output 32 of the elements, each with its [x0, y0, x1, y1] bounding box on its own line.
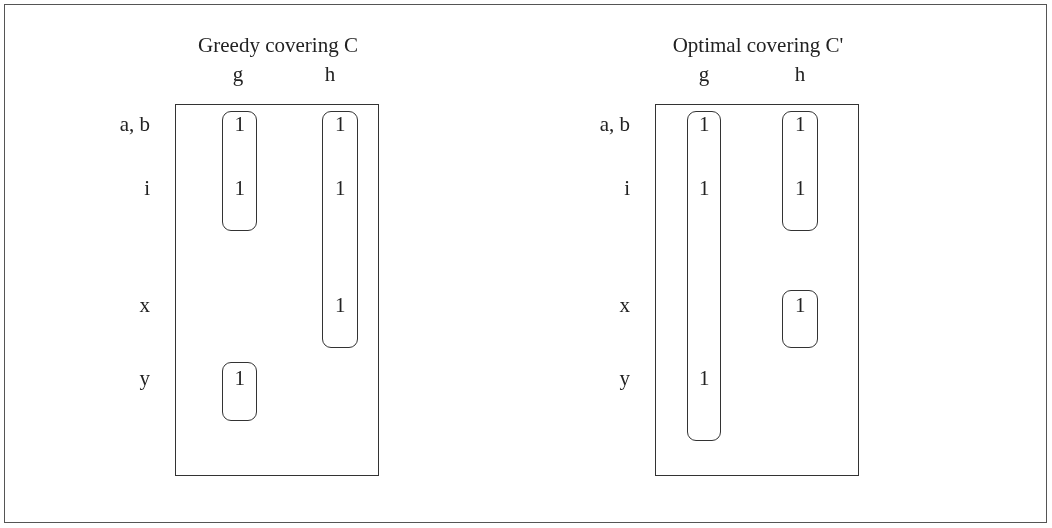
covering-loop: [222, 362, 257, 421]
cell-value: 1: [234, 366, 245, 390]
cell-value: 1: [335, 293, 346, 317]
cell-value: 1: [234, 176, 245, 200]
row-label: a, b: [598, 112, 630, 136]
cell-value: 1: [335, 176, 346, 200]
panel-title: Optimal covering C': [671, 33, 845, 57]
cell-value: 1: [795, 293, 806, 317]
row-label: i: [623, 176, 630, 200]
row-label: x: [618, 293, 630, 317]
row-label: i: [143, 176, 150, 200]
cell-value: 1: [699, 112, 710, 136]
row-label: y: [618, 366, 630, 390]
panel-title: Greedy covering C: [197, 33, 359, 57]
row-label: a, b: [118, 112, 150, 136]
cell-value: 1: [699, 366, 710, 390]
covering-loop: [687, 111, 721, 441]
covering-loop: [782, 290, 818, 348]
cell-value: 1: [795, 176, 806, 200]
column-header: g: [231, 62, 245, 86]
row-label: y: [138, 366, 150, 390]
column-header: g: [697, 62, 711, 86]
cell-value: 1: [699, 176, 710, 200]
cell-value: 1: [795, 112, 806, 136]
covering-loop: [222, 111, 257, 231]
column-header: h: [793, 62, 807, 86]
column-header: h: [323, 62, 337, 86]
covering-loop: [782, 111, 818, 231]
covering-loop: [322, 111, 358, 348]
cell-value: 1: [234, 112, 245, 136]
row-label: x: [138, 293, 150, 317]
cell-value: 1: [335, 112, 346, 136]
